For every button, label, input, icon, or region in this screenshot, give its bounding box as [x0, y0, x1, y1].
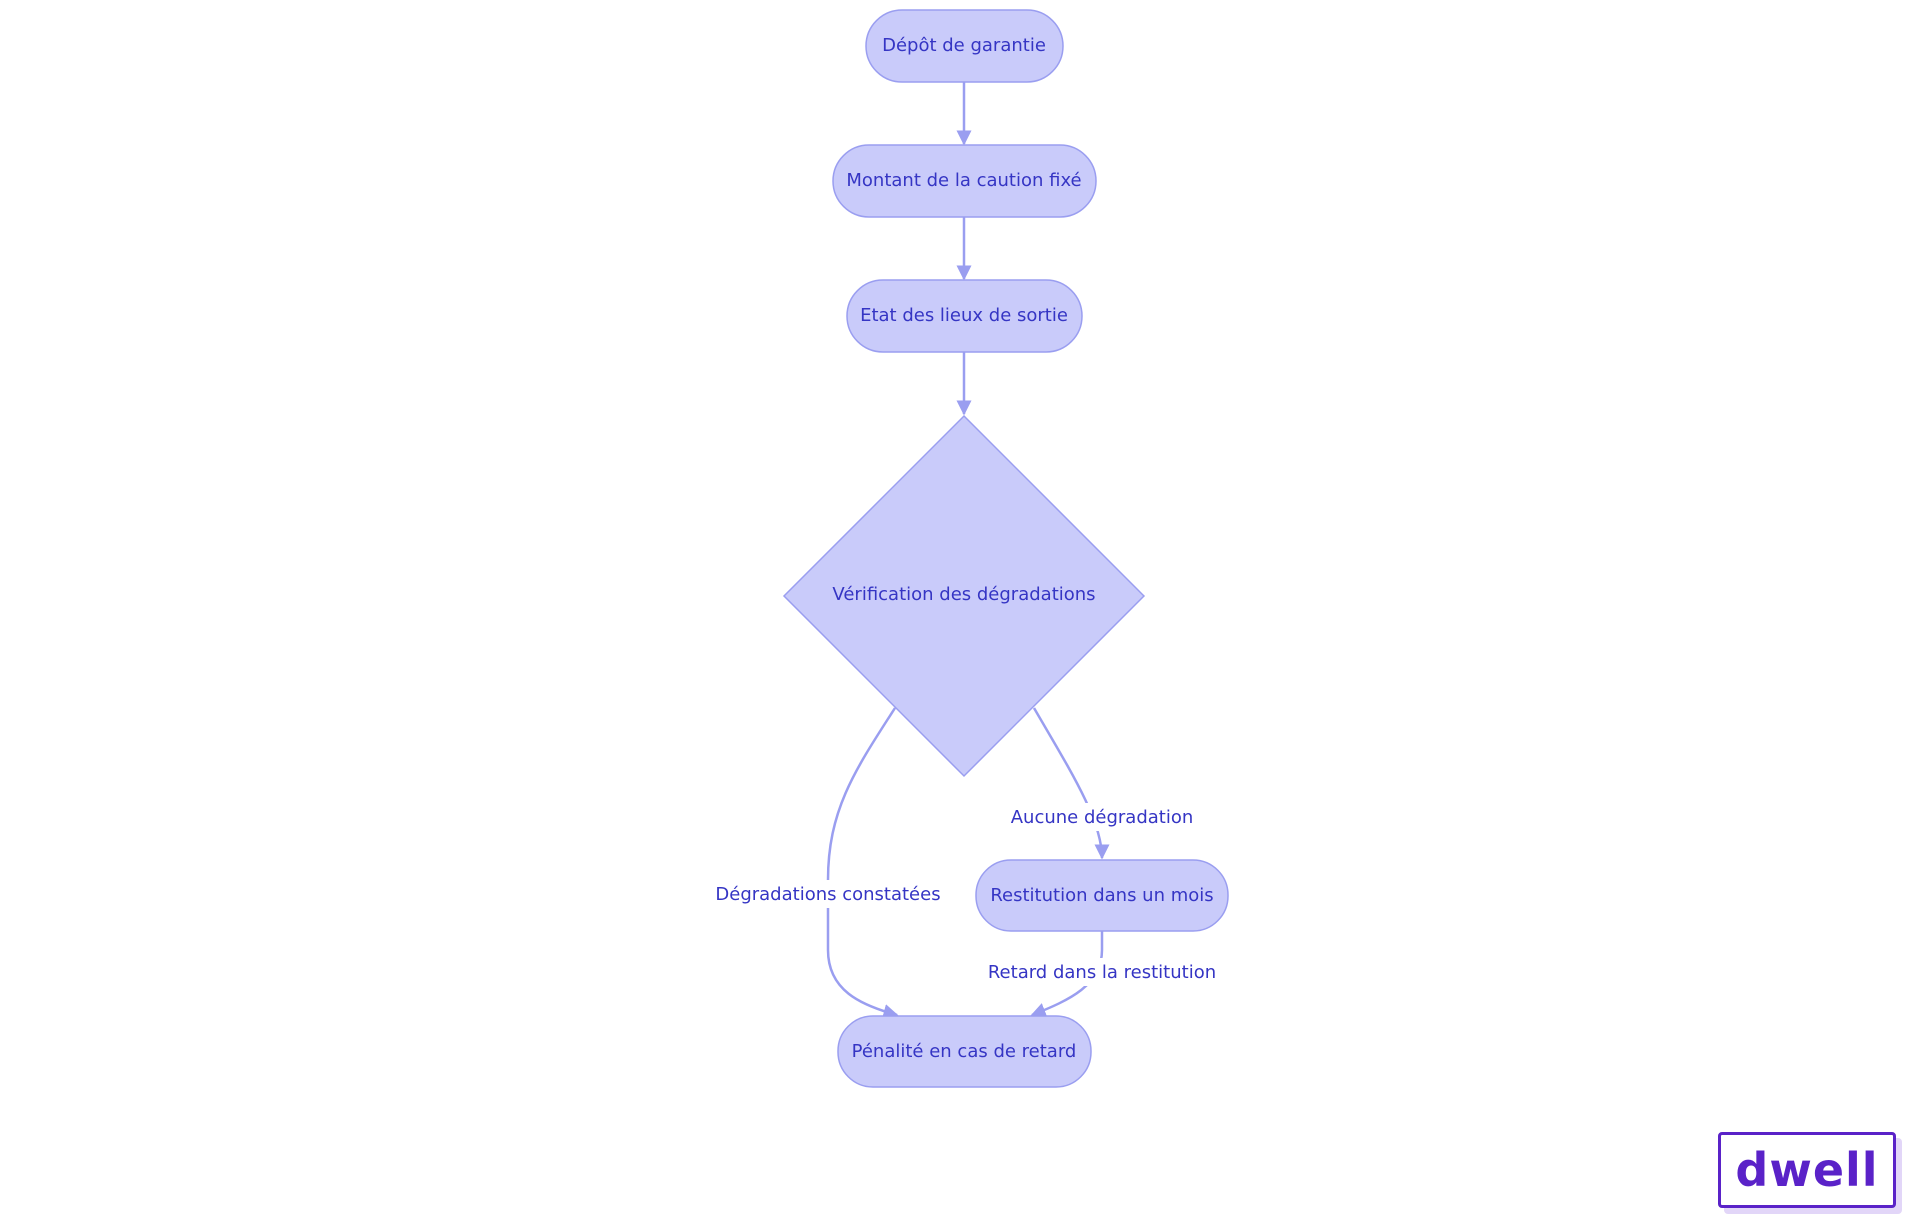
edge-label-late-return: Retard dans la restitution [988, 958, 1216, 986]
edge-label-no-damage: Aucune dégradation [1011, 803, 1194, 831]
node-deposit: Dépôt de garantie [865, 9, 1064, 83]
edge-check-to-restitution [1032, 707, 1110, 860]
edge-label-damages-found: Dégradations constatées [715, 880, 941, 908]
edge-label-late-return-text: Retard dans la restitution [988, 962, 1216, 983]
node-check: Vérification des dégradations [782, 414, 1146, 778]
node-check-label: Vérification des dégradations [832, 584, 1095, 605]
node-penalty: Pénalité en cas de retard [837, 1015, 1092, 1088]
edge-check-to-penalty [826, 707, 899, 1019]
edge-restitution-to-penalty [1030, 931, 1104, 1018]
node-restitution: Restitution dans un mois [975, 859, 1229, 932]
node-amount: Montant de la caution fixé [832, 144, 1097, 218]
node-deposit-label: Dépôt de garantie [882, 35, 1046, 56]
node-penalty-label: Pénalité en cas de retard [852, 1041, 1077, 1062]
edge-label-damages-found-text: Dégradations constatées [715, 884, 940, 905]
dwell-logo: dwell [1718, 1132, 1896, 1208]
logo-text: dwell [1735, 1143, 1879, 1197]
node-amount-label: Montant de la caution fixé [846, 170, 1081, 191]
edge-label-no-damage-text: Aucune dégradation [1011, 807, 1194, 828]
node-inventory-label: Etat des lieux de sortie [860, 305, 1068, 326]
node-restitution-label: Restitution dans un mois [990, 885, 1213, 906]
node-inventory: Etat des lieux de sortie [846, 279, 1083, 353]
